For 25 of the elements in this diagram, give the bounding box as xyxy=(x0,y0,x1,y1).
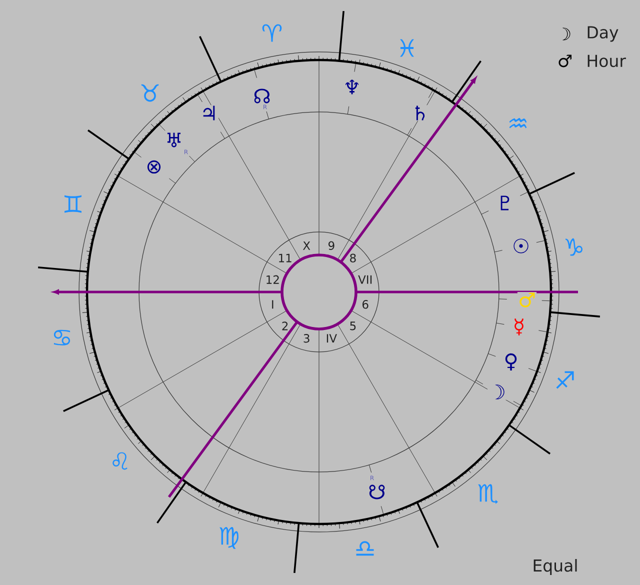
zodiac-glyph: ♎ xyxy=(356,541,374,556)
zodiac-glyph: ♑ xyxy=(565,238,582,256)
zodiac-glyph: ♓ xyxy=(400,39,414,57)
zodiac-glyph: ♍ xyxy=(220,527,238,549)
planet-glyph: ☉ xyxy=(511,238,531,254)
ruler-glyph: ♂ xyxy=(558,54,572,68)
planet-glyph: ☿ xyxy=(512,318,526,336)
zodiac-glyph: ♋ xyxy=(54,330,70,346)
ruler-label: Hour xyxy=(588,54,626,68)
planet-glyph: ♆ xyxy=(342,79,362,95)
zodiac-glyph: ♉ xyxy=(141,84,159,102)
zodiac-glyph: ♏ xyxy=(478,484,498,504)
house-system-label: Equal xyxy=(534,559,577,575)
planet-glyph: ♀ xyxy=(503,352,519,372)
ruler-glyph: ☽ xyxy=(562,28,570,40)
planet-glyph: ☊ xyxy=(252,88,272,104)
zodiac-glyph: ♊ xyxy=(64,195,82,213)
planet-glyph: ♇ xyxy=(495,195,515,211)
planet-glyph: ♂ xyxy=(517,292,537,308)
ruler-label: Day xyxy=(588,26,618,42)
zodiac-glyph: ♒ xyxy=(509,118,527,128)
zodiac-glyph: ♈ xyxy=(262,24,282,42)
zodiac-glyph: ♐ xyxy=(556,371,574,389)
zodiac-glyph: ♌ xyxy=(112,452,128,470)
planet-glyph: ☋ xyxy=(368,484,386,500)
